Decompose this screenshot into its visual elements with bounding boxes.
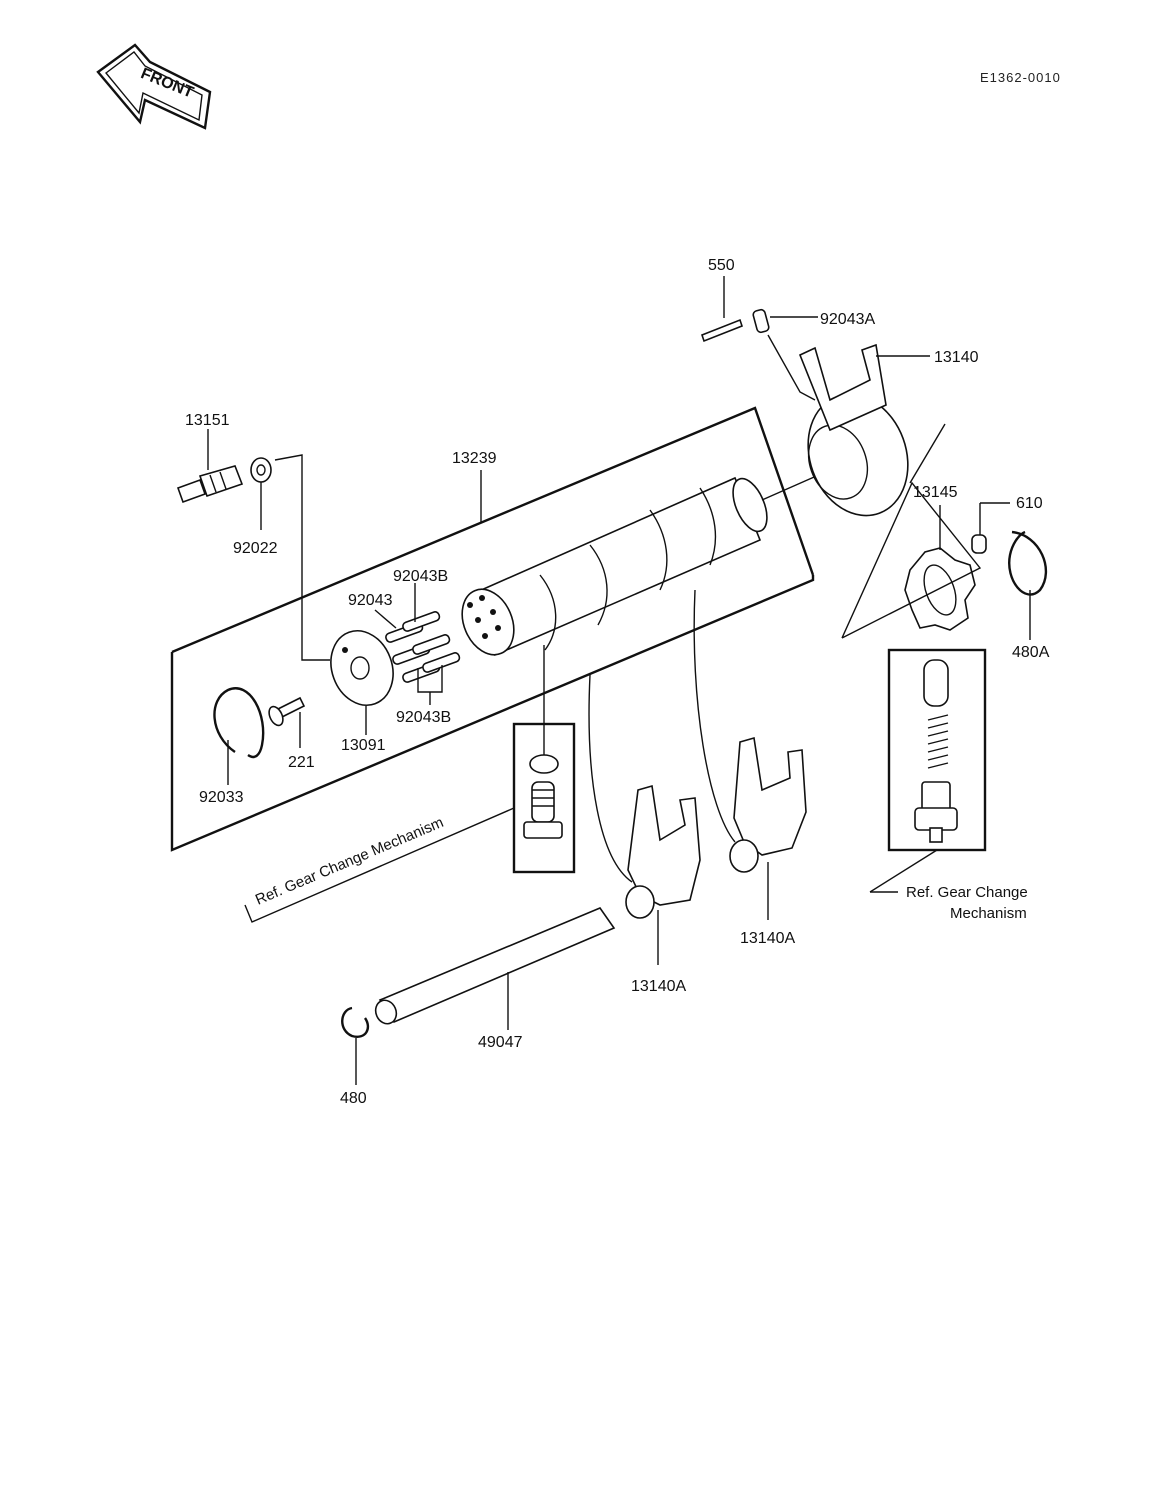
diagram-code: E1362-0010 xyxy=(980,70,1061,85)
circlip-480A xyxy=(1008,530,1048,596)
label-480: 480 xyxy=(340,1090,367,1107)
label-480A: 480A xyxy=(1012,644,1050,661)
circlip-480 xyxy=(341,1006,370,1038)
label-13145: 13145 xyxy=(913,484,958,501)
shift-fork-13140A-right xyxy=(729,736,807,873)
label-92033: 92033 xyxy=(199,789,244,806)
shift-fork-13140A-left xyxy=(625,784,701,919)
leader-lines xyxy=(207,276,1031,1085)
label-13140: 13140 xyxy=(934,349,979,366)
label-13140A-right: 13140A xyxy=(740,930,795,947)
shift-rod-49047 xyxy=(374,907,616,1025)
screw-221 xyxy=(268,696,306,727)
neutral-switch xyxy=(176,465,244,504)
cotter-pin-550 xyxy=(701,318,743,343)
washer-92022 xyxy=(250,457,272,483)
label-92043B-top: 92043B xyxy=(393,568,448,585)
label-92043: 92043 xyxy=(348,592,393,609)
ref-gear-change-left: Ref. Gear Change Mechanism xyxy=(253,814,446,909)
ref-gear-change-right-line2: Mechanism xyxy=(950,905,1027,922)
label-550: 550 xyxy=(708,257,735,274)
shift-drum xyxy=(461,469,831,657)
cam-plate xyxy=(330,630,394,706)
label-13239: 13239 xyxy=(452,450,497,467)
label-13091: 13091 xyxy=(341,737,386,754)
label-13151: 13151 xyxy=(185,412,230,429)
label-610: 610 xyxy=(1016,495,1043,512)
camshaft-assembly-frame xyxy=(170,406,815,852)
pins xyxy=(385,611,461,683)
ref-gear-change-right-line1: Ref. Gear Change xyxy=(906,884,1028,901)
label-92043B-bottom: 92043B xyxy=(396,709,451,726)
label-13140A-left: 13140A xyxy=(631,978,686,995)
pin-610 xyxy=(971,534,987,554)
detent-assembly-box xyxy=(887,648,987,852)
pin-92043A xyxy=(752,308,770,334)
circlip-92033 xyxy=(213,687,265,759)
shift-fork-13140 xyxy=(798,343,909,517)
label-221: 221 xyxy=(288,754,315,771)
label-49047: 49047 xyxy=(478,1034,523,1051)
stopper-assembly-box xyxy=(512,722,576,874)
front-arrow-icon: FRONT xyxy=(96,43,212,130)
label-92022: 92022 xyxy=(233,540,278,557)
part-labels: 550 92043A 13140 13151 13239 92022 13145… xyxy=(185,257,1050,1107)
label-92043A: 92043A xyxy=(820,311,875,328)
